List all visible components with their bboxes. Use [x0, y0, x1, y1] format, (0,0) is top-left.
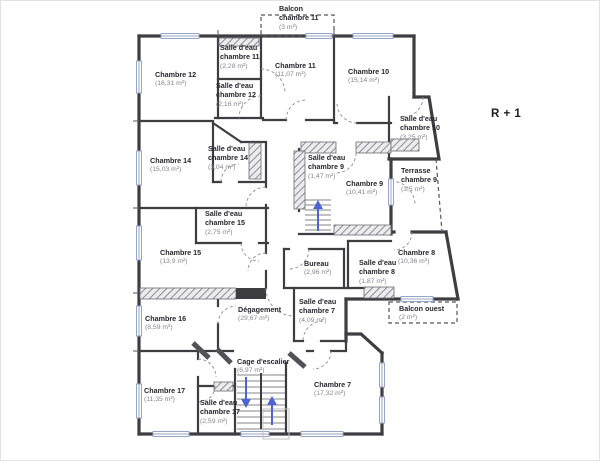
door-arcs [197, 68, 424, 403]
balcon-ouest-outline [388, 301, 458, 324]
stairs-up-arrow-icon [313, 200, 323, 231]
dimension-ticks [133, 30, 335, 352]
stairs-up-arrow-icon [267, 396, 277, 425]
structural-wall-hatching [139, 37, 420, 392]
main-staircase [237, 373, 290, 440]
outdoor-dashed-outlines [260, 14, 458, 324]
service-staircase [305, 199, 331, 231]
floor-level-label: R + 1 [491, 108, 522, 120]
balcon-chambre-11-outline [260, 14, 335, 37]
windows [136, 33, 434, 437]
terrasse-outline [435, 158, 443, 233]
stairs-down-arrow-icon [241, 377, 251, 408]
